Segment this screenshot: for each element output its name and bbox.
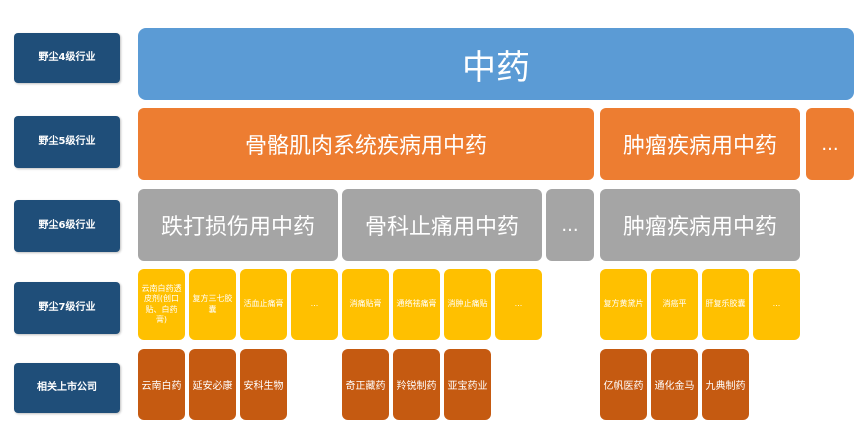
company-box: 奇正藏药 [342,349,389,420]
company-box: 亚宝药业 [444,349,491,420]
level7-product: 复方黄黛片 [600,269,647,340]
level7-product: 消肿止痛贴 [444,269,491,340]
row-label-level7: 野尘7级行业 [14,282,120,334]
level5-musculoskeletal-tcm: 骨骼肌肉系统疾病用中药 [138,108,594,180]
level7-product: 消癌平 [651,269,698,340]
level6-more: ... [546,189,594,261]
level7-product: 复方三七胶囊 [189,269,236,340]
company-box: 通化金马 [651,349,698,420]
company-box: 云南白药 [138,349,185,420]
row-label-level4: 野尘4级行业 [14,33,120,83]
level6-tumor-tcm: 肿瘤疾病用中药 [600,189,800,261]
company-box: 延安必康 [189,349,236,420]
company-box: 安科生物 [240,349,287,420]
level5-tumor-tcm: 肿瘤疾病用中药 [600,108,800,180]
company-box: 九典制药 [702,349,749,420]
level4-tcm: 中药 [138,28,854,100]
level5-more: ... [806,108,854,180]
company-box: 羚锐制药 [393,349,440,420]
level7-more: ... [753,269,800,340]
row-label-level6: 野尘6级行业 [14,200,120,252]
level7-product: 消痛贴膏 [342,269,389,340]
row-label-level5: 野尘5级行业 [14,116,120,168]
level7-more: ... [291,269,338,340]
level7-product: 活血止痛膏 [240,269,287,340]
row-label-companies: 相关上市公司 [14,363,120,413]
level7-product: 肝复乐胶囊 [702,269,749,340]
level7-product: 通络祛痛膏 [393,269,440,340]
level7-product: 云南白药透皮剂(创口贴、白药膏) [138,269,185,340]
level6-trauma-tcm: 跌打损伤用中药 [138,189,338,261]
company-box: 亿帆医药 [600,349,647,420]
level6-ortho-pain-tcm: 骨科止痛用中药 [342,189,542,261]
level7-more: ... [495,269,542,340]
